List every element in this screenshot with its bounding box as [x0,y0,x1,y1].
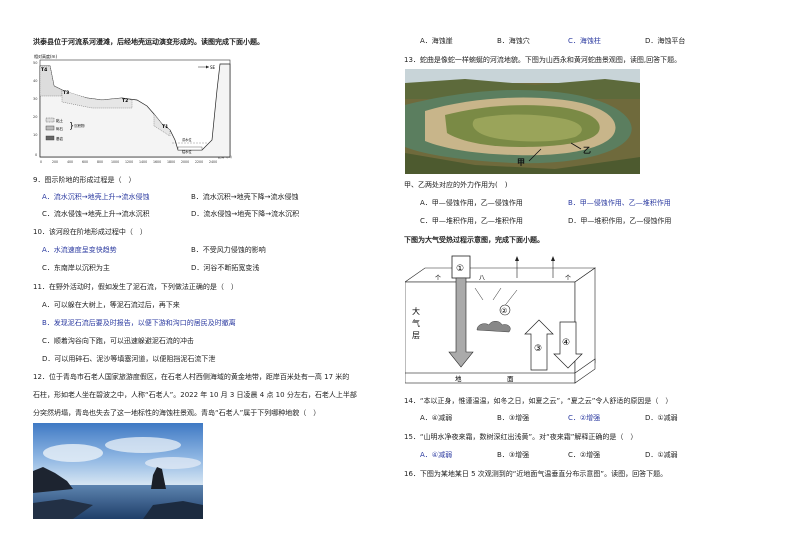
svg-text:50: 50 [33,61,37,65]
label-jia: 甲 [517,158,525,167]
svg-text:T4: T4 [41,67,47,73]
svg-text:①: ① [456,264,464,274]
q11-option-c[interactable]: C．顺着沟谷向下跑，可以迅速躲避泥石流的冲击 [42,337,194,345]
label-yi: 乙 [583,146,591,155]
svg-text:大: 大 [412,306,420,316]
q11-stem: 11．在野外活动时，假如发生了泥石流，下列做法正确的是（ ） [33,283,238,291]
svg-text:个: 个 [565,275,571,282]
svg-text:1000: 1000 [111,160,119,164]
q12-line3: 分突然坍塌，青岛也失去了这一地标性的海蚀柱景观。青岛“石老人”属于下列哪种地貌（… [33,409,321,417]
terrace-figure: 相对高度(m) 50 40 30 20 10 0 0 200 400 600 8… [32,50,246,166]
q14-option-d[interactable]: D．①减弱 [645,414,678,422]
svg-text:个: 个 [435,275,441,282]
svg-text:沉积物: 沉积物 [74,123,85,128]
svg-text:黏土: 黏土 [56,118,63,123]
intro-text: 洪泰县位于河流系河漫滩，后经地壳运动演变形成的。读图完成下面小题。 [33,37,264,46]
q15-option-a[interactable]: A．④减弱 [420,451,453,459]
q13-option-d[interactable]: D．甲—堆积作用，乙—侵蚀作用 [568,217,672,225]
q13-option-c[interactable]: C．甲—堆积作用，乙—堆积作用 [420,217,523,225]
q13-option-b[interactable]: B．甲—侵蚀作用、乙—堆积作用 [568,199,671,207]
q16-stem: 16．下图为某地某日 5 次观测到的“近地面气温垂直分布示意图”。读图，回答下题… [404,470,668,478]
q14-option-c[interactable]: C．②增强 [568,414,601,422]
q10-option-b[interactable]: B．不受风力侵蚀的影响 [191,246,266,254]
svg-text:砾石: 砾石 [56,126,63,131]
svg-text:层: 层 [412,331,420,340]
svg-text:400: 400 [67,160,73,164]
q12-option-c[interactable]: C．海蚀柱 [568,37,601,45]
svg-text:基岩: 基岩 [56,136,63,141]
svg-text:40: 40 [33,79,37,83]
svg-text:八: 八 [479,275,485,282]
svg-text:枯水位: 枯水位 [182,149,192,154]
q14-stem: 14．“本以正身，惟谨温温，如冬之日，如夏之云”，“夏之云”令人舒适的原因是（ … [404,397,673,405]
svg-text:③: ③ [534,344,542,354]
intro2-text: 下图为大气受热过程示意图，完成下面小题。 [404,235,544,244]
svg-text:SE: SE [210,65,216,70]
fig1-title: 相对高度(m) [34,53,57,59]
svg-text:④: ④ [562,338,570,348]
q15-option-c[interactable]: C．②增强 [568,451,601,459]
q13-stem: 13．蛇曲是像蛇一样蜿蜒的河流地貌。下图为山西永和黄河蛇曲景观图，读图,回答下题… [404,56,682,64]
svg-text:200: 200 [52,160,58,164]
svg-text:800: 800 [97,160,103,164]
svg-text:地 面: 地 面 [455,374,514,383]
q14-option-a[interactable]: A．④减弱 [420,414,453,422]
svg-text:气: 气 [412,318,420,328]
q9-option-b[interactable]: B．流水沉积→地壳下降→流水侵蚀 [191,193,299,201]
q14-option-b[interactable]: B．③增强 [497,414,530,422]
q10-option-c[interactable]: C．东南岸以沉积为主 [42,264,110,272]
svg-text:20: 20 [33,115,37,119]
q12-option-b[interactable]: B．海蚀穴 [497,37,530,45]
svg-text:600: 600 [82,160,88,164]
q11-option-a[interactable]: A．可以躲在大树上，等泥石流过后，再下来 [42,301,180,309]
q10-option-d[interactable]: D．河谷不断拓宽变浅 [191,264,260,272]
svg-text:1200: 1200 [125,160,133,164]
q12-option-d[interactable]: D．海蚀平台 [645,37,686,45]
svg-text:30: 30 [33,97,37,101]
q15-option-b[interactable]: B．③增强 [497,451,530,459]
svg-text:T3: T3 [63,90,69,96]
sea-stack-photo [33,423,203,519]
q11-option-d[interactable]: D．可以用碎石、泥沙等填塞河道，以便阻挡泥石流下泄 [42,355,216,363]
q12-line1: 12．位于青岛市石老人国家旅游度假区，在石老人村西侧海域的黄金地带，距岸百米处有… [33,373,350,381]
svg-text:0: 0 [40,160,42,164]
q15-stem: 15．“山明水净夜来霜，数树深红出浅黄”。对“夜来霜”解释正确的是（ ） [404,433,638,441]
q13-question: 甲、乙两处对应的外力作用为( ) [404,181,508,189]
meander-photo: 甲 乙 [405,69,640,174]
q12-option-a[interactable]: A．海蚀崖 [420,37,453,45]
svg-text:10: 10 [33,133,37,137]
svg-text:2200: 2200 [195,160,203,164]
svg-text:}: } [69,121,74,130]
q10-stem: 10．该河段在阶地形成过程中（ ） [33,228,147,236]
atmosphere-heating-figure: 地 面 大 气 层 ① ② ③ ④ 个 八 [404,252,597,390]
q13-option-a[interactable]: A．甲—侵蚀作用，乙—侵蚀作用 [420,199,523,207]
svg-text:洪水位: 洪水位 [182,137,192,142]
q9-option-a[interactable]: A．流水沉积→地壳上升→流水侵蚀 [42,193,150,201]
q9-option-c[interactable]: C．流水侵蚀→地壳上升→流水沉积 [42,210,150,218]
q12-line2: 石柱，形如老人坐在碧波之中，人称“石老人”。2022 年 10 月 3 日凌晨 … [33,391,357,399]
svg-text:T2: T2 [122,98,128,104]
q11-option-b[interactable]: B．发现泥石流后要及时报告，以便下游和沟口的居民及时撤离 [42,319,236,327]
svg-text:1400: 1400 [139,160,147,164]
svg-text:1600: 1600 [153,160,161,164]
q15-option-d[interactable]: D．①减弱 [645,451,678,459]
q9-stem: 9．图示阶地的形成过程是（ ） [33,176,136,184]
svg-text:T1: T1 [162,124,168,130]
svg-text:2000: 2000 [181,160,189,164]
q10-option-a[interactable]: A．水流速度呈变快趋势 [42,246,117,254]
svg-text:2400: 2400 [209,160,217,164]
svg-text:0: 0 [35,153,37,157]
q9-option-d[interactable]: D．流水侵蚀→地壳下降→流水沉积 [191,210,300,218]
svg-text:1800: 1800 [167,160,175,164]
svg-text:②: ② [501,307,507,315]
